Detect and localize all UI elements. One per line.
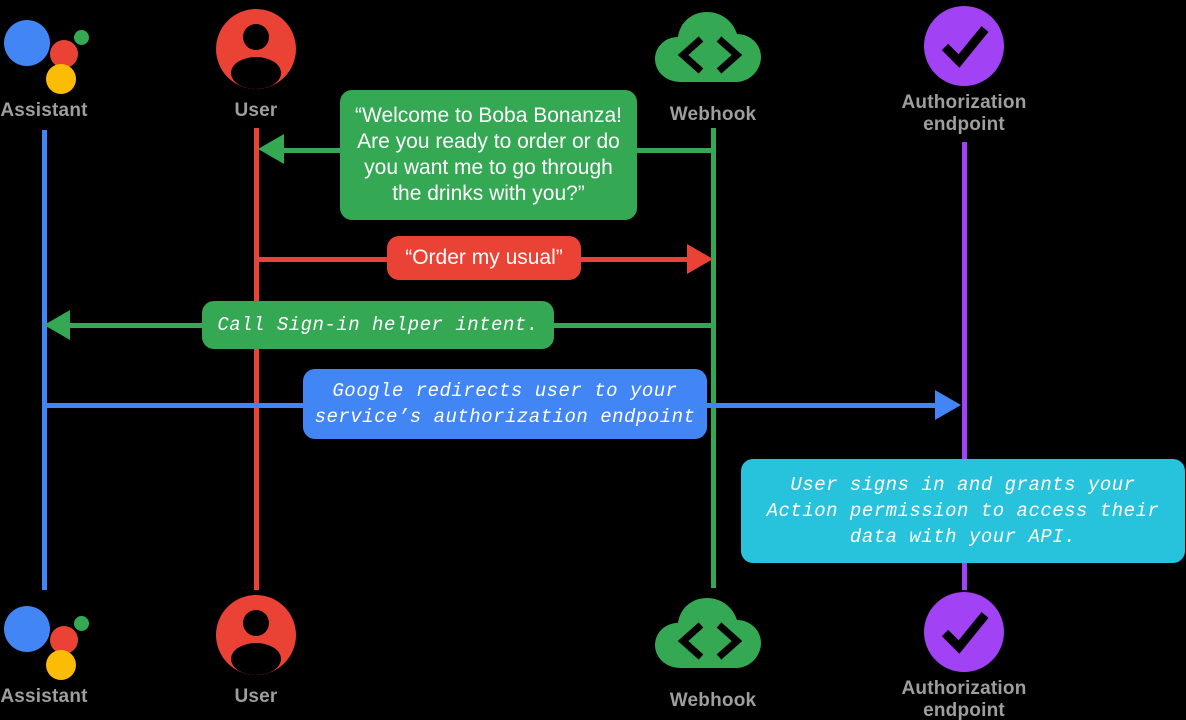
message-bubble-welcome[interactable]: “Welcome to Boba Bonanza! Are you ready … — [340, 90, 637, 220]
message-bubble-redirect[interactable]: Google redirects user to your service’s … — [303, 369, 707, 439]
message-line-order-right — [578, 257, 688, 262]
arrow-head-signin — [44, 310, 70, 340]
actor-user-top: User — [156, 8, 356, 122]
arrow-head-order — [687, 244, 713, 274]
actor-user-bottom: User — [156, 594, 356, 708]
message-bubble-signin[interactable]: Call Sign-in helper intent. — [202, 301, 554, 349]
assistant-blue-dot-icon — [4, 606, 50, 652]
actor-webhook-bottom: Webhook — [613, 594, 813, 712]
user-avatar-icon — [210, 8, 302, 100]
user-avatar-icon-bottom — [210, 594, 302, 686]
google-assistant-icon — [2, 8, 94, 100]
message-line-welcome — [636, 148, 714, 153]
assistant-green-dot-icon — [74, 616, 89, 631]
actor-label-assistant-bottom: Assistant — [0, 686, 88, 707]
purple-checkmark-icon-bottom — [918, 586, 1010, 678]
assistant-red-dot-icon — [50, 626, 78, 654]
message-line-signin-left — [66, 323, 206, 328]
lifeline-user — [254, 128, 259, 590]
actor-label-user: User — [234, 100, 278, 121]
actor-assistant-top: Assistant — [0, 8, 144, 122]
actor-label-assistant: Assistant — [0, 100, 88, 121]
lifeline-webhook — [711, 128, 716, 588]
actor-assistant-bottom: Assistant — [0, 594, 144, 708]
actor-label-authorization-bottom: Authorization endpoint — [901, 678, 1027, 720]
message-bubble-order[interactable]: “Order my usual” — [387, 236, 581, 280]
assistant-yellow-dot-icon — [46, 64, 76, 94]
message-line-order-left — [256, 257, 392, 262]
actor-label-webhook: Webhook — [669, 104, 757, 125]
lifeline-authorization — [962, 142, 967, 590]
actor-label-authorization: Authorization endpoint — [901, 92, 1027, 135]
actor-authorization-top: Authorization endpoint — [864, 0, 1064, 136]
arrow-head-redirect — [935, 390, 961, 420]
lifeline-assistant — [42, 130, 47, 590]
assistant-green-dot-icon — [74, 30, 89, 45]
assistant-red-dot-icon — [50, 40, 78, 68]
google-assistant-icon-bottom — [2, 594, 94, 686]
message-line-welcome-left — [280, 148, 342, 153]
cloud-code-icon-bottom — [655, 594, 761, 686]
message-line-signin-right — [550, 323, 714, 328]
arrow-head-welcome — [258, 134, 284, 164]
assistant-yellow-dot-icon — [46, 650, 76, 680]
actor-label-webhook-bottom: Webhook — [669, 690, 757, 711]
assistant-blue-dot-icon — [4, 20, 50, 66]
message-line-redirect-left — [42, 403, 306, 408]
cloud-code-icon — [655, 8, 761, 100]
actor-label-user-bottom: User — [234, 686, 278, 707]
actor-authorization-bottom: Authorization endpoint — [864, 586, 1064, 720]
purple-checkmark-icon — [918, 0, 1010, 92]
message-bubble-grant[interactable]: User signs in and grants your Action per… — [741, 459, 1185, 563]
actor-webhook-top: Webhook — [613, 8, 813, 126]
message-line-redirect-right — [704, 403, 936, 408]
